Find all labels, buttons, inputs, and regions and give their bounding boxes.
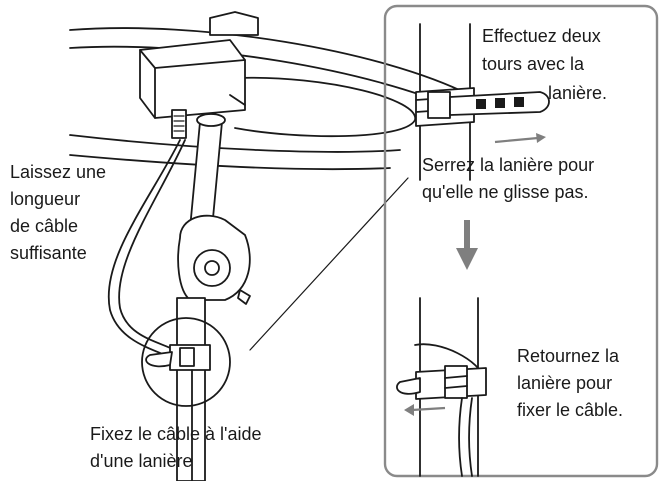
down-arrow-icon: [456, 220, 478, 270]
step3-illustration: [396, 297, 487, 477]
fix-cable-line-2: d'une lanière: [90, 451, 193, 471]
step1-line-2: tours avec la: [482, 54, 585, 74]
step3-line-2: lanière pour: [517, 373, 612, 393]
step1-illustration: [415, 23, 550, 181]
step2-line-1: Serrez la lanière pour: [422, 155, 594, 175]
cable-slack-line-4: suffisante: [10, 243, 87, 263]
step2-line-2: qu'elle ne glisse pas.: [422, 182, 589, 202]
instruction-panel: [383, 4, 659, 478]
step3-line-1: Retournez la: [517, 346, 620, 366]
step1-line-3: lanière.: [548, 83, 607, 103]
cable-slack-line-1: Laissez une: [10, 162, 106, 182]
cable-slack-line-3: de câble: [10, 216, 78, 236]
step3-line-3: fixer le câble.: [517, 400, 623, 420]
drum-pad-illustration: [69, 11, 471, 481]
fix-cable-line-1: Fixez le câble à l'aide: [90, 424, 262, 444]
cable-slack-line-2: longueur: [10, 189, 80, 209]
step1-line-1: Effectuez deux: [482, 26, 601, 46]
